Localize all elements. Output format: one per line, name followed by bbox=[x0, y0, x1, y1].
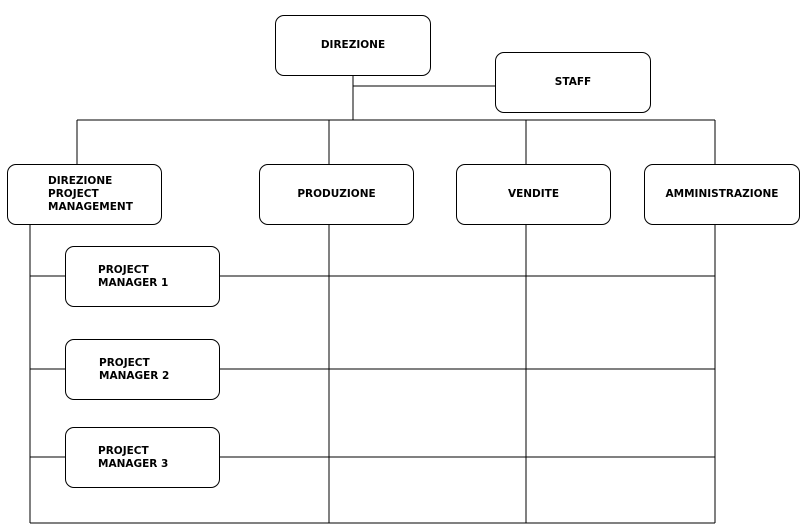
label-vendite: VENDITE bbox=[507, 188, 560, 200]
label-staff: STAFF bbox=[554, 76, 592, 88]
box-staff: STAFF bbox=[495, 52, 651, 113]
label-project-manager-1: PROJECT MANAGER 1 bbox=[98, 263, 169, 289]
box-project-manager-3: PROJECT MANAGER 3 bbox=[65, 427, 220, 488]
box-project-manager-1: PROJECT MANAGER 1 bbox=[65, 246, 220, 307]
box-project-manager-2: PROJECT MANAGER 2 bbox=[65, 339, 220, 400]
box-vendite: VENDITE bbox=[456, 164, 611, 225]
label-project-manager-3: PROJECT MANAGER 3 bbox=[98, 444, 169, 470]
box-amministrazione: AMMINISTRAZIONE bbox=[644, 164, 800, 225]
label-amministrazione: AMMINISTRAZIONE bbox=[665, 188, 779, 200]
label-direzione-project-management: DIREZIONE PROJECT MANAGEMENT bbox=[48, 175, 133, 213]
box-direzione: DIREZIONE bbox=[275, 15, 431, 76]
box-direzione-project-management: DIREZIONE PROJECT MANAGEMENT bbox=[7, 164, 162, 225]
box-produzione: PRODUZIONE bbox=[259, 164, 414, 225]
label-project-manager-2: PROJECT MANAGER 2 bbox=[99, 356, 170, 382]
label-direzione: DIREZIONE bbox=[320, 39, 386, 51]
label-produzione: PRODUZIONE bbox=[297, 188, 376, 200]
